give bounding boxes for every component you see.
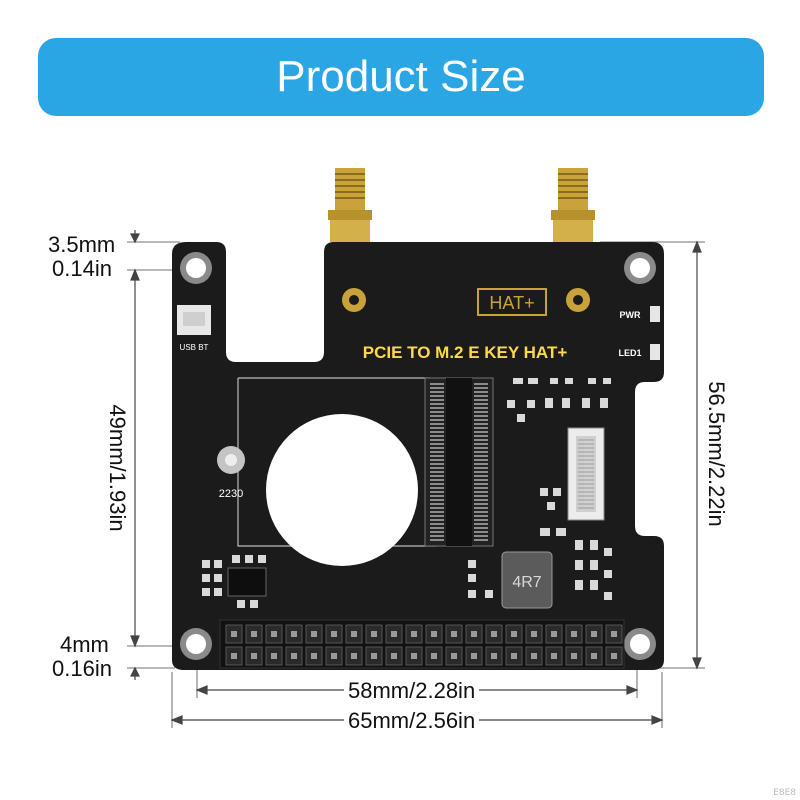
inductor-label: 4R7	[512, 574, 541, 591]
led1-label: LED1	[618, 348, 641, 358]
board-title: PCIE TO M.2 E KEY HAT+	[363, 343, 568, 362]
mounting-holes	[180, 252, 656, 660]
watermark: E8E8	[773, 788, 796, 798]
hole-spacing-dimension: 58mm/2.28in	[344, 678, 480, 704]
title-banner: Product Size	[38, 38, 764, 116]
bottom-hole-mm: 4mm	[60, 632, 109, 657]
ufl-pads	[342, 288, 590, 312]
top-hole-in: 0.14in	[52, 256, 112, 281]
top-hole-mm: 3.5mm	[48, 232, 116, 257]
ic-chip	[227, 567, 267, 597]
board-cutout	[266, 414, 418, 566]
smd-components	[202, 378, 612, 608]
bottom-hole-in: 0.16in	[52, 656, 112, 681]
dimension-lines	[127, 230, 705, 728]
usb-bt-label: USB BT	[180, 343, 209, 352]
hat-badge: HAT+	[489, 293, 534, 313]
left-vertical-dimension: 49mm/1.93in	[105, 404, 130, 532]
board-width-dimension: 65mm/2.56in	[344, 708, 480, 734]
m2-slot	[424, 377, 494, 547]
right-vertical-dimension: 56.5mm/2.22in	[704, 381, 729, 527]
gpio-header	[219, 619, 625, 669]
pwr-led	[650, 306, 660, 322]
fpc-connector	[567, 427, 605, 521]
screw-label: 2230	[219, 488, 243, 500]
hat-badge-frame	[477, 288, 547, 316]
banner-title: Product Size	[276, 52, 526, 101]
inductor: 4R7	[501, 551, 553, 609]
led1-led	[650, 344, 660, 360]
pwr-label: PWR	[620, 310, 641, 320]
